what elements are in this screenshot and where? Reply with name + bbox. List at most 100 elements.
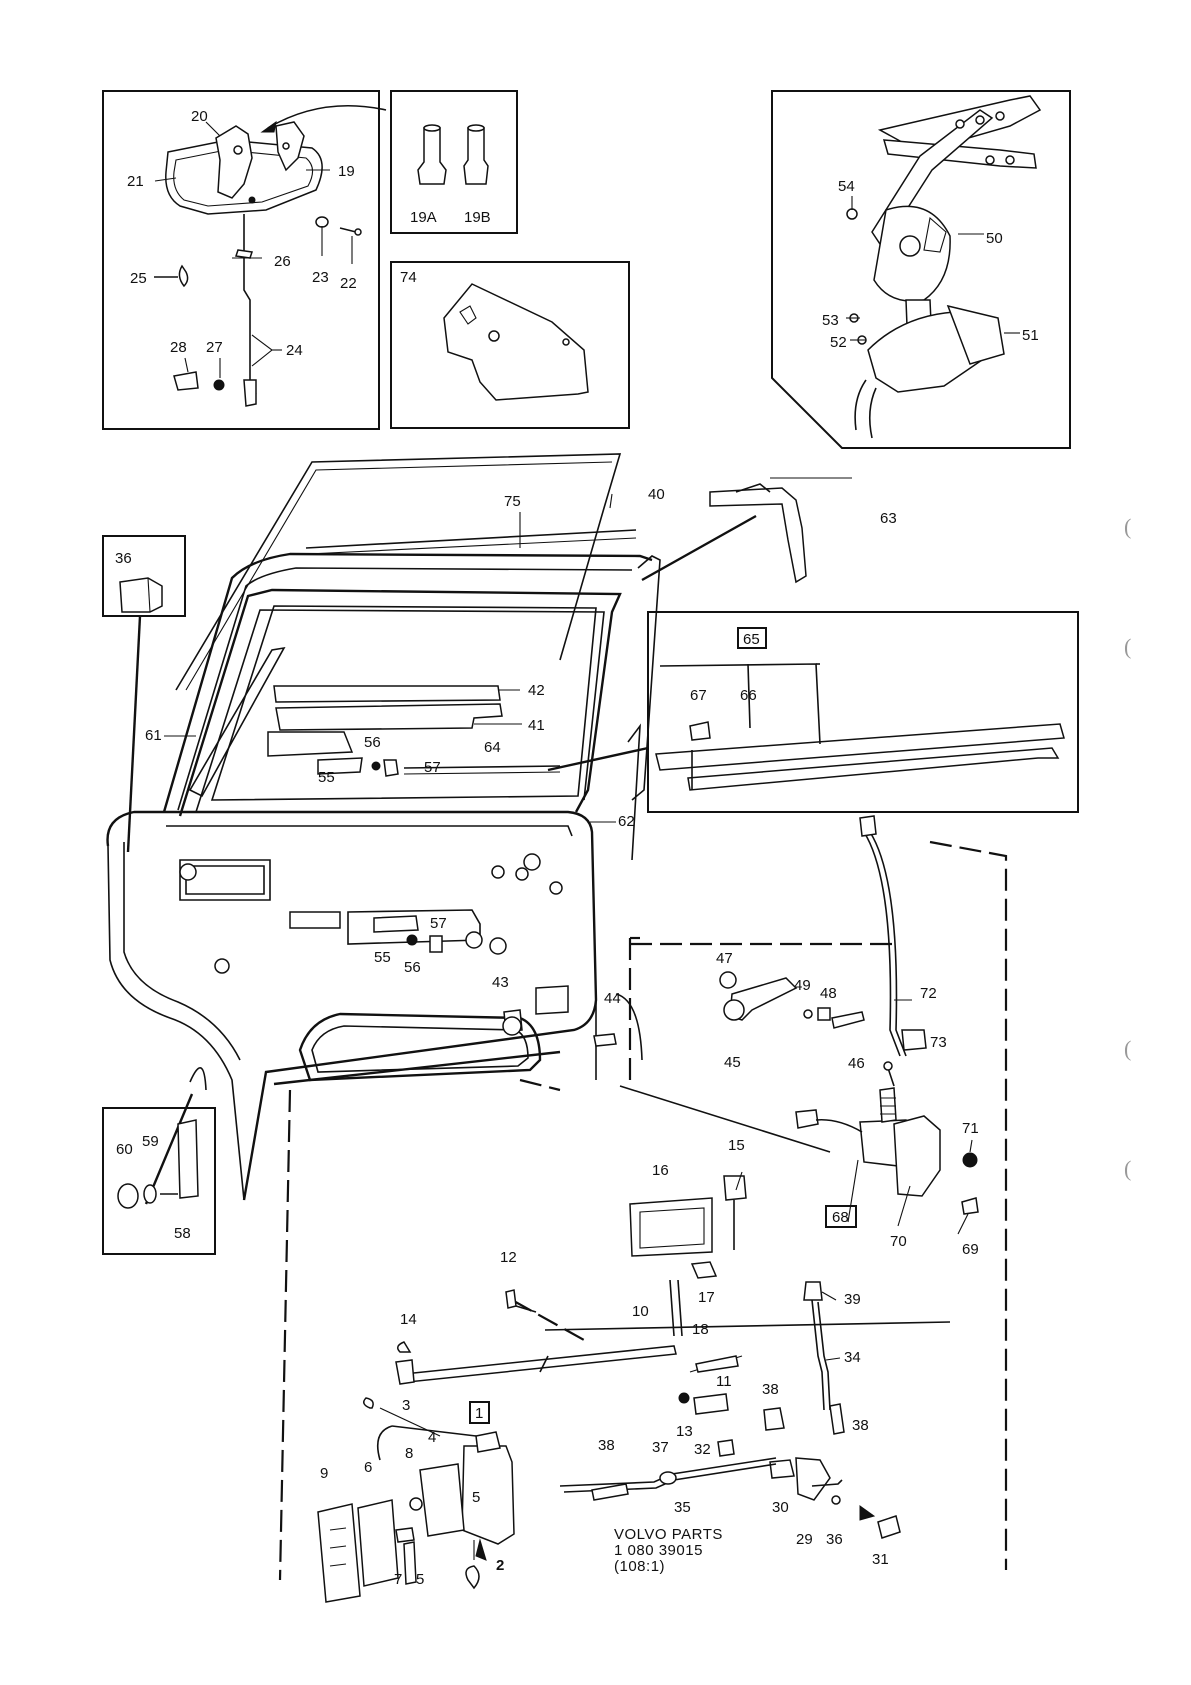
leader-lines	[164, 477, 973, 1361]
callout-28: 28	[170, 339, 187, 356]
callout-65-box	[737, 627, 767, 649]
callout-13: 13	[676, 1423, 693, 1440]
callout-23: 23	[312, 269, 329, 286]
callout-38-right: 38	[762, 1381, 779, 1398]
margin-mark: (	[1124, 1036, 1132, 1061]
callout-1: 1	[475, 1405, 483, 1422]
callout-26: 26	[274, 253, 291, 270]
callout-54: 54	[838, 178, 855, 195]
callout-12: 12	[500, 1249, 517, 1266]
lock-mechanism	[278, 840, 1008, 1603]
callout-73: 73	[930, 1034, 947, 1051]
callout-56-mid: 56	[404, 959, 421, 976]
callout-2: 2	[496, 1557, 504, 1574]
callout-55-mid: 55	[374, 949, 391, 966]
callout-46: 46	[848, 1055, 865, 1072]
callout-42: 42	[528, 682, 545, 699]
callout-74: 74	[400, 269, 417, 286]
inset-window-regulator	[771, 90, 1071, 449]
callout-62: 62	[618, 813, 635, 830]
callout-39: 39	[844, 1291, 861, 1308]
callout-30: 30	[772, 1499, 789, 1516]
margin-mark: (	[1124, 634, 1132, 659]
callout-61: 61	[145, 727, 162, 744]
callout-14: 14	[400, 1311, 417, 1328]
callout-67: 67	[690, 687, 707, 704]
callout-65: 65	[743, 631, 760, 648]
callout-56-top: 56	[364, 734, 381, 751]
callout-70: 70	[890, 1233, 907, 1250]
callout-51: 51	[1022, 327, 1039, 344]
inset-74-bracket	[390, 261, 630, 429]
callout-68-box	[825, 1205, 857, 1228]
callout-60: 60	[116, 1141, 133, 1158]
lock-knob-linkage	[559, 815, 979, 1539]
callout-10: 10	[632, 1303, 649, 1320]
callout-21: 21	[127, 173, 144, 190]
callout-41: 41	[528, 717, 545, 734]
callout-36-top: 36	[115, 550, 132, 567]
callout-68: 68	[832, 1209, 849, 1226]
margin-mark: (	[1124, 514, 1132, 539]
callout-63: 63	[880, 510, 897, 527]
callout-16: 16	[652, 1162, 669, 1179]
callout-43: 43	[492, 974, 509, 991]
callout-64: 64	[484, 739, 501, 756]
catalog-scale: (108:1)	[614, 1558, 666, 1575]
callout-47: 47	[716, 950, 733, 967]
callout-57-mid: 57	[430, 915, 447, 932]
callout-44: 44	[604, 990, 621, 1007]
callout-50: 50	[986, 230, 1003, 247]
callout-labels: 20 21 19 19A 19B 25 26 23 22 24 28 27 74…	[115, 108, 1039, 1588]
callout-71: 71	[962, 1120, 979, 1137]
callout-48: 48	[820, 985, 837, 1002]
callout-22: 22	[340, 275, 357, 292]
callout-35: 35	[674, 1499, 691, 1516]
callout-19b: 19B	[464, 209, 491, 226]
callout-59: 59	[142, 1133, 159, 1150]
catalog-brand: VOLVO PARTS	[614, 1526, 723, 1543]
callout-15: 15	[728, 1137, 745, 1154]
callout-32: 32	[694, 1441, 711, 1458]
inset-door-handle	[102, 90, 387, 430]
callout-7: 7	[394, 1571, 402, 1588]
callout-34: 34	[844, 1349, 861, 1366]
callout-3: 3	[402, 1397, 410, 1414]
callout-8: 8	[405, 1445, 413, 1462]
inset-36	[102, 535, 186, 617]
callout-11: 11	[716, 1373, 732, 1390]
callout-69: 69	[962, 1241, 979, 1258]
callout-25: 25	[130, 270, 147, 287]
callout-72: 72	[920, 985, 937, 1002]
door-assembly	[106, 453, 661, 1205]
callout-20: 20	[191, 108, 208, 125]
catalog-number: 1 080 39015	[614, 1542, 703, 1559]
callout-4: 4	[428, 1429, 436, 1446]
callout-1-box	[469, 1401, 490, 1424]
callout-57-top: 57	[424, 759, 441, 776]
callout-55-top: 55	[318, 769, 335, 786]
margin-mark: (	[1124, 1156, 1132, 1181]
callout-38-far: 38	[852, 1417, 869, 1434]
callout-53: 53	[822, 312, 839, 329]
callout-17: 17	[698, 1289, 715, 1306]
callout-5-right: 5	[472, 1489, 480, 1506]
catalog-footer: VOLVO PARTS 1 080 39015 (108:1)	[614, 1527, 723, 1575]
inset-19a-19b	[390, 90, 518, 234]
callout-52: 52	[830, 334, 847, 351]
callout-27: 27	[206, 339, 223, 356]
callout-36-low: 36	[826, 1531, 843, 1548]
callout-6: 6	[364, 1459, 372, 1476]
callout-49: 49	[794, 977, 811, 994]
callout-31: 31	[872, 1551, 889, 1568]
callout-75: 75	[504, 493, 521, 510]
callout-45: 45	[724, 1054, 741, 1071]
inset-window-channel	[547, 483, 1079, 813]
callout-19a: 19A	[410, 209, 437, 226]
callout-58: 58	[174, 1225, 191, 1242]
callout-40: 40	[648, 486, 665, 503]
callout-18: 18	[692, 1321, 709, 1338]
callout-37: 37	[652, 1439, 669, 1456]
callout-9: 9	[320, 1465, 328, 1482]
